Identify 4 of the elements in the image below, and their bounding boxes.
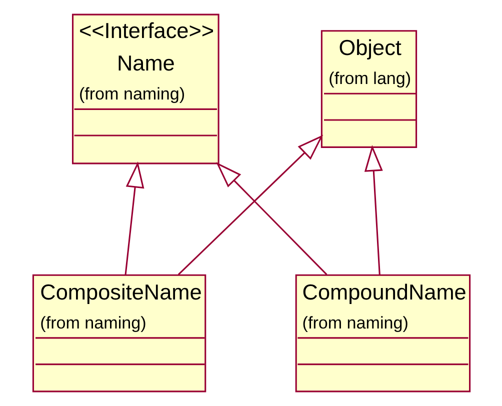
arrow <box>216 162 327 276</box>
arrow <box>124 161 144 275</box>
arrow <box>364 144 382 275</box>
arrow <box>177 134 323 276</box>
